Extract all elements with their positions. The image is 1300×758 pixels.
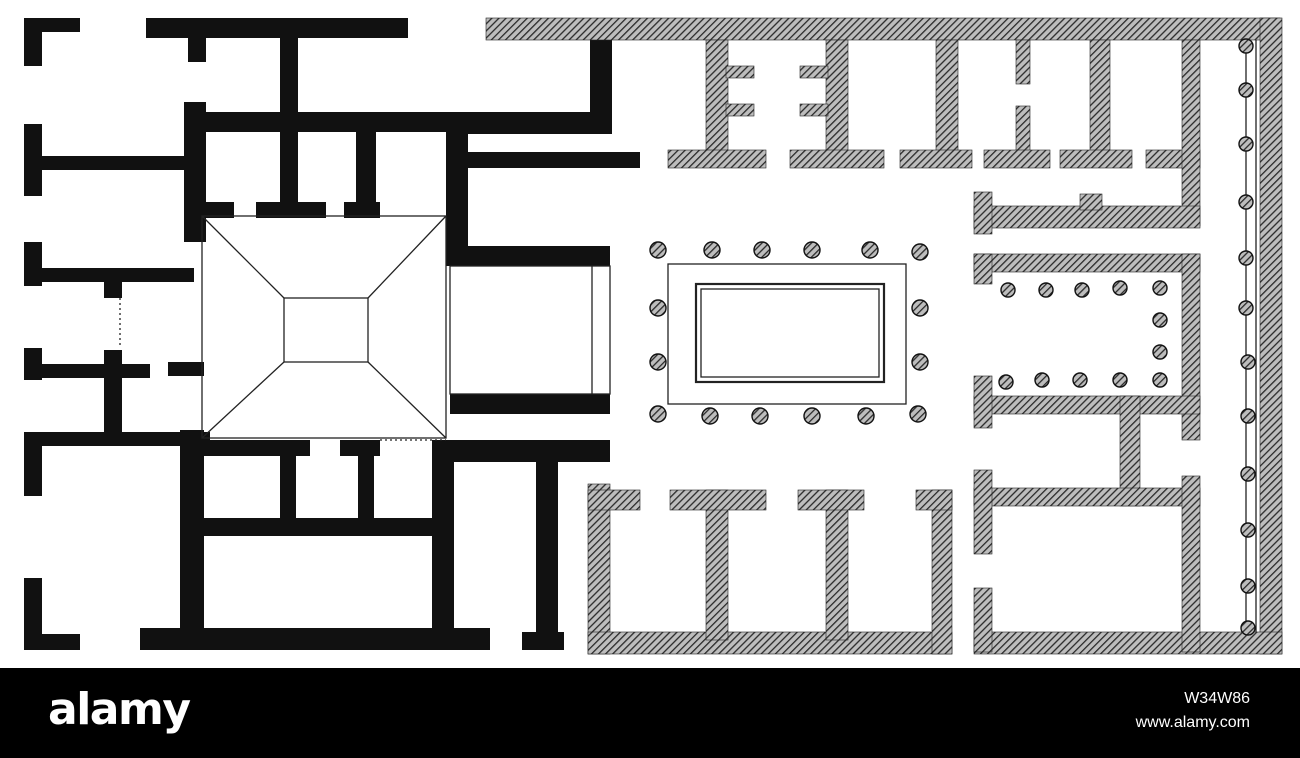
site-url-label: www.alamy.com [1135,714,1250,731]
floor-plan-diagram [24,17,1283,655]
hatched-walls [485,17,1283,655]
image-id-label: W34W86 [1184,690,1250,707]
impluvium-basin [283,297,369,363]
dark-walls [24,18,640,650]
brand-logo: alamy [48,684,191,735]
atrium-outline [201,215,447,439]
garden-basin [694,282,886,384]
footer-bar: alamy W34W86 www.alamy.com [0,668,1300,758]
columns [649,38,1256,636]
peristyle-garden [667,263,907,405]
